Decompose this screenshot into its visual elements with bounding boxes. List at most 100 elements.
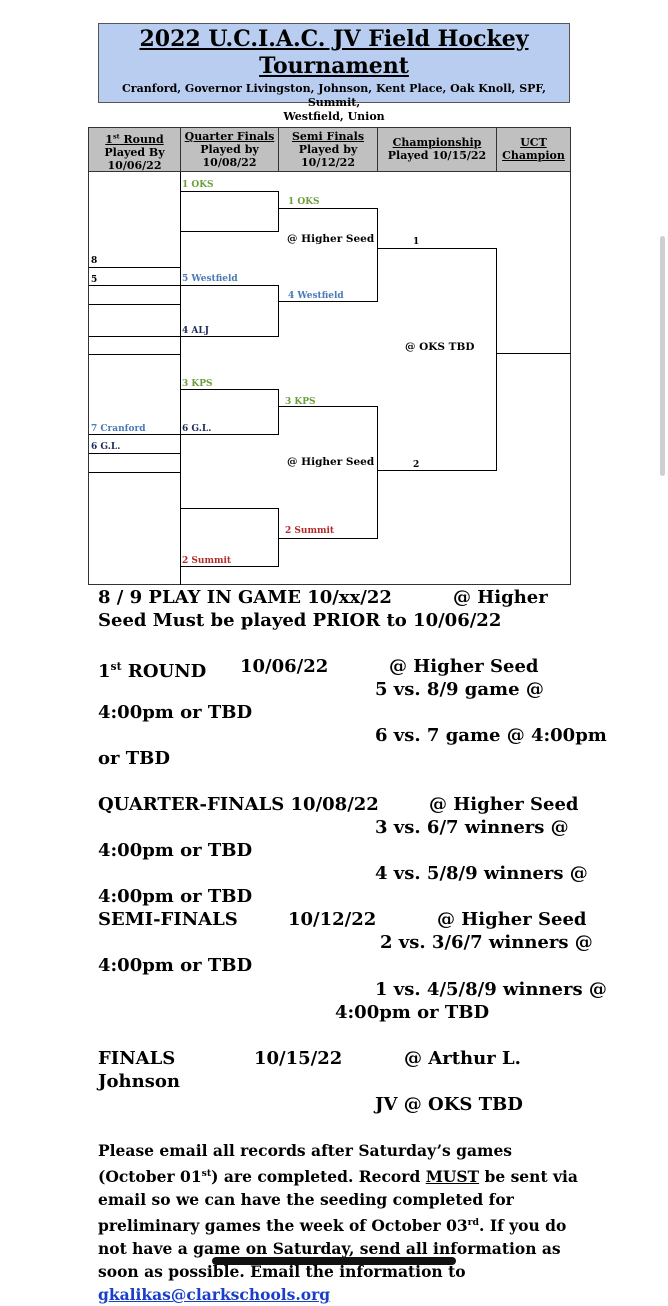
sf-line-summit [279,538,378,539]
sf-date: 10/12/22 [288,909,377,930]
header-first-round-label: Round [119,132,164,146]
header-first-round-sup: st [112,132,120,140]
r1-line-5 [89,285,181,286]
r1-label-gl: 6 G.L. [91,442,121,452]
note-sup1: st [201,1168,212,1179]
home-indicator[interactable] [212,1257,456,1265]
note-part1: Please email all records after Saturday’… [98,1141,513,1187]
r1-line-8 [89,267,181,268]
r1-label-8: 8 [91,256,98,266]
qf-label-kps: 3 KPS [182,379,213,389]
page-title: 2022 U.C.I.A.C. JV Field Hockey Tourname… [139,26,529,79]
sf-line-oks [279,208,378,209]
r1-label-cranford: 7 Cranford [91,424,146,434]
sf-label-oks: 1 OKS [288,197,320,207]
header-uct-champion: UCT Champion [497,128,570,172]
sf-label-kps: 3 KPS [285,397,316,407]
note-part3: be sent via email so we can have the see… [98,1167,578,1236]
finals-jv: JV @ OKS TBD [375,1094,523,1115]
header-first-round: 1st Round Played By 10/06/22 [89,128,181,172]
subtitle: Cranford, Governor Livingston, Johnson, … [99,82,569,124]
qf-game2: 4 vs. 5/8/9 winners @ [375,863,588,884]
round1-sup: st [110,660,122,673]
final-join [496,248,497,471]
tournament-bracket: 1st Round Played By 10/06/22 Quarter Fin… [88,127,571,585]
note-sup3: rd [467,1217,480,1229]
qf-join-2 [278,285,279,337]
email-note: Please email all records after Saturday’… [98,1139,578,1306]
round1-time2: or TBD [98,748,170,769]
header-semi-finals: Semi Finals Played by 10/12/22 [279,128,378,172]
header-sf-played: Played by [298,143,358,156]
playin-note: Seed Must be played PRIOR to 10/06/22 [98,610,502,631]
r1-line-c [89,354,181,355]
round1-date: 10/06/22 [240,656,329,677]
qf-site: @ Higher Seed [429,794,579,815]
header-first-round-played: Played By [104,145,165,159]
scrollbar[interactable] [660,236,665,476]
qf-game1: 3 vs. 6/7 winners @ [375,817,569,838]
qf-time1: 4:00pm or TBD [98,840,253,861]
finals-site: @ Arthur L. [404,1048,521,1069]
finals-site-cont: Johnson [98,1071,180,1092]
header-first-round-title: 1st Round [105,132,164,146]
qf-label-oks: 1 OKS [182,180,214,190]
note-part2: ) are completed. Record [211,1167,426,1187]
header-ch-date: Played 10/15/22 [387,149,487,162]
r1-line-a [89,304,181,305]
sf-site: @ Higher Seed [437,909,587,930]
qf-line-bye2 [181,508,279,509]
round1-text: ROUND [121,661,207,682]
email-link[interactable]: gkalikas@clarkschools.org [98,1285,331,1305]
qf-line-alj [181,336,279,337]
qf-line-summit [181,566,279,567]
header-first-round-date: 10/06/22 [107,158,162,172]
sf-site-bottom: @ Higher Seed [287,456,375,468]
r1-line-gl [89,453,181,454]
sf-line-kps [279,406,378,407]
qf-line-kps [181,389,279,390]
finals-label: FINALS [98,1048,176,1069]
sf-label-summit: 2 Summit [285,526,335,536]
qf-join-1 [278,191,279,232]
qf-line-oks [181,191,279,192]
sf-time1: 4:00pm or TBD [98,955,253,976]
sf-site-top: @ Higher Seed [287,233,375,245]
round1-site: @ Higher Seed [389,656,539,677]
header-uct-label: Champion [502,149,565,162]
r1-line-cranford [89,434,181,435]
sf-join-2 [377,406,378,539]
final-seed-top: 1 [413,237,420,247]
round1-num: 1 [98,661,111,682]
round1-game2: 6 vs. 7 game @ 4:00pm [375,725,607,746]
title-box: 2022 U.C.I.A.C. JV Field Hockey Tourname… [98,23,570,123]
header-quarter-finals: Quarter Finals Played by 10/08/22 [181,128,279,172]
finals-date: 10/15/22 [254,1048,343,1069]
qf-label-summit: 2 Summit [182,556,232,566]
round1-game1: 5 vs. 8/9 game @ [375,679,544,700]
header-sf-title: Semi Finals [291,130,365,143]
qf-join-4 [278,508,279,567]
header-first-round-num: 1 [105,132,113,146]
r1-line-d [89,472,181,473]
sf-game2: 1 vs. 4/5/8/9 winners @ [375,979,607,1000]
subtitle-line1: Cranford, Governor Livingston, Johnson, … [122,82,546,109]
qf-line-gl [181,434,279,435]
sf-join-1 [377,208,378,302]
qf-join-3 [278,389,279,435]
header-qf-title: Quarter Finals [184,130,275,143]
sf-line-westfield [279,301,378,302]
note-must: MUST [425,1167,480,1187]
header-sf-date: 10/12/22 [301,156,355,169]
r1-label-5: 5 [91,275,98,285]
subtitle-line2: Westfield, Union [283,110,385,123]
sf-time2: 4:00pm or TBD [335,1002,490,1023]
note-part4: . If you do not have a game on Saturday,… [98,1216,567,1282]
final-seed-bottom: 2 [413,460,420,470]
round1-label: 1st ROUND [98,656,206,683]
header-ch-title: Championship [392,136,482,149]
qf-line-westfield [181,285,279,286]
qf-label-alj: 4 ALJ [182,326,209,336]
champion-line [497,353,571,354]
header-championship: Championship Played 10/15/22 [378,128,497,172]
